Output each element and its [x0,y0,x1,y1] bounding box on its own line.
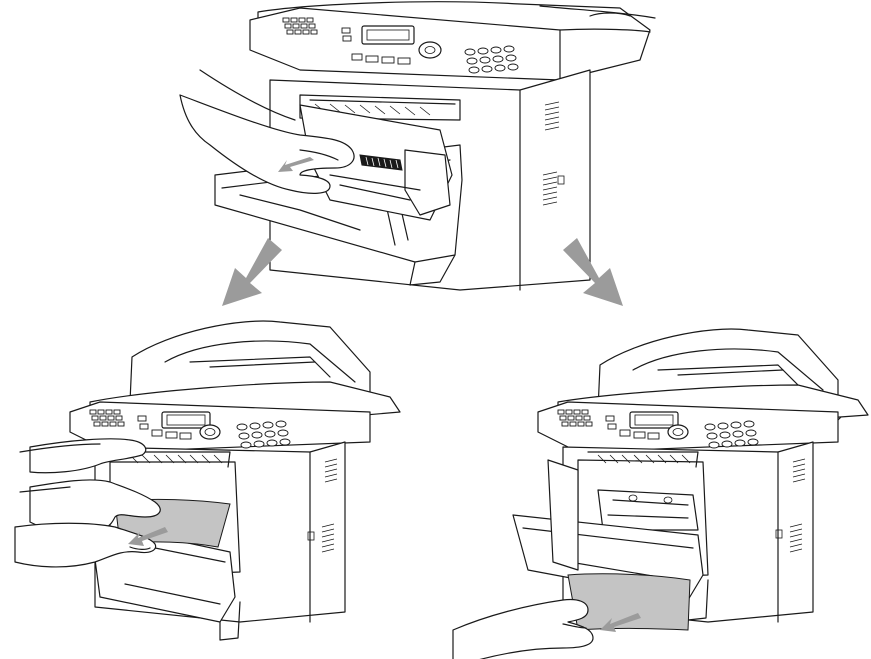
printer-drum-removal-icon [179,1,656,291]
printer-paper-jam-bottom-icon [452,328,869,659]
printer-paper-jam-front-icon [14,320,401,641]
arrow-down-right-icon [563,238,623,306]
arrow-down-left-icon [222,238,282,306]
